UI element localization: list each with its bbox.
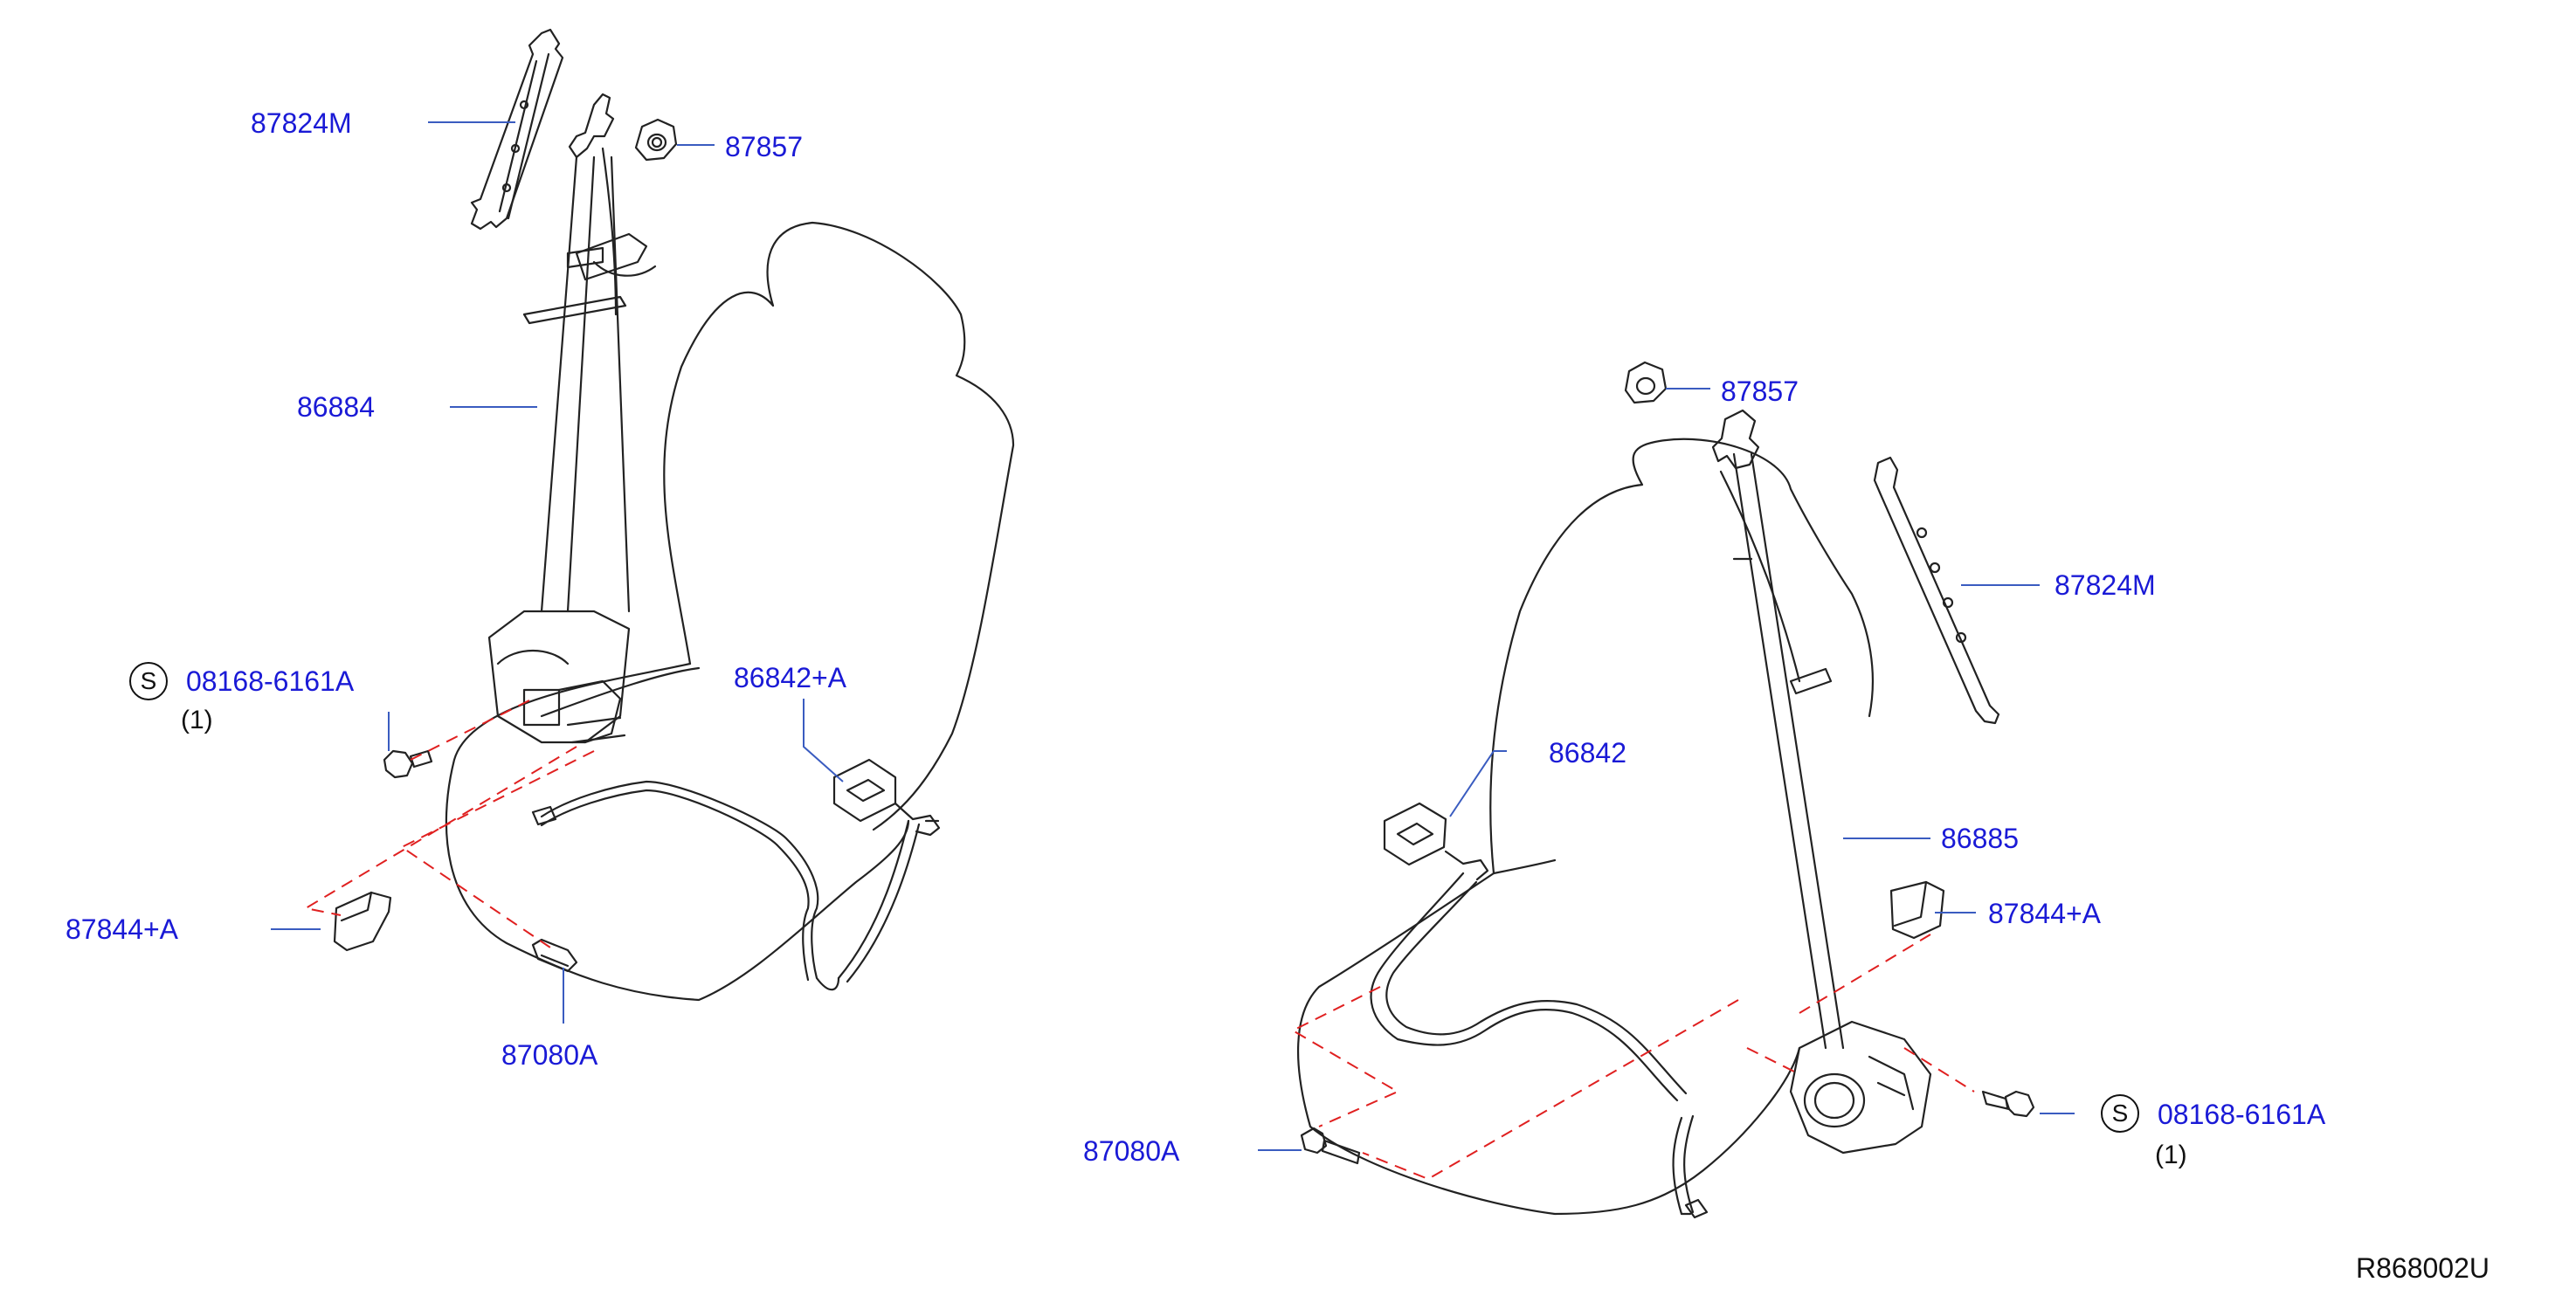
right-belt-label: 86885 <box>1941 823 2019 854</box>
right-bolt-symbol: S <box>2101 1094 2139 1133</box>
right-bolt-qty: (1) <box>2155 1141 2187 1169</box>
left-anchor-bolt-drawing <box>383 749 433 779</box>
left-bolt-symbol: S <box>129 662 168 700</box>
left-cover-label: 87844+A <box>66 913 179 945</box>
right-buckle-label: 86842 <box>1549 737 1626 769</box>
installation-dash-lines <box>303 698 1975 1181</box>
right-guide-plate-label: 87824M <box>2055 569 2156 601</box>
left-guide-plate-drawing <box>470 28 564 231</box>
left-bolt-label: 08168-6161A <box>186 665 355 697</box>
left-nut-label: 87857 <box>725 131 803 162</box>
right-lower-bolt-drawing <box>1300 1127 1361 1165</box>
left-guide-plate-label: 87824M <box>251 107 352 139</box>
left-lower-bolt-drawing <box>531 938 578 973</box>
right-seat-frame <box>1370 872 1709 1219</box>
left-buckle-label: 86842+A <box>734 662 847 693</box>
left-seat-frame <box>531 780 921 991</box>
right-retractor-drawing <box>1789 1020 1932 1155</box>
left-retractor-drawing <box>487 610 631 744</box>
right-nut-label: 87857 <box>1721 376 1799 407</box>
right-belt-drawing <box>1711 409 1845 1050</box>
right-cover-label: 87844+A <box>1988 898 2102 929</box>
right-seat-outline <box>1296 438 1874 1216</box>
left-cover-drawing <box>333 891 392 952</box>
right-buckle-drawing <box>1383 802 1489 881</box>
left-belt-label: 86884 <box>297 391 375 423</box>
right-bolt-label: 08168-6161A <box>2158 1099 2326 1130</box>
left-buckle-drawing <box>832 758 941 837</box>
left-bolt-qty: (1) <box>181 706 213 734</box>
leader-lines <box>271 121 2075 1151</box>
left-nut-drawing <box>634 118 678 162</box>
right-anchor-bolt-drawing <box>1981 1090 2035 1118</box>
right-nut-drawing <box>1624 361 1668 404</box>
diagram-reference-code: R868002U <box>2356 1252 2490 1284</box>
right-cover-drawing <box>1889 880 1945 940</box>
right-guide-plate-drawing <box>1873 456 2000 725</box>
left-lower-bolt-label: 87080A <box>501 1039 598 1071</box>
left-belt-drawing <box>522 93 657 613</box>
right-lower-bolt-label: 87080A <box>1083 1135 1180 1167</box>
